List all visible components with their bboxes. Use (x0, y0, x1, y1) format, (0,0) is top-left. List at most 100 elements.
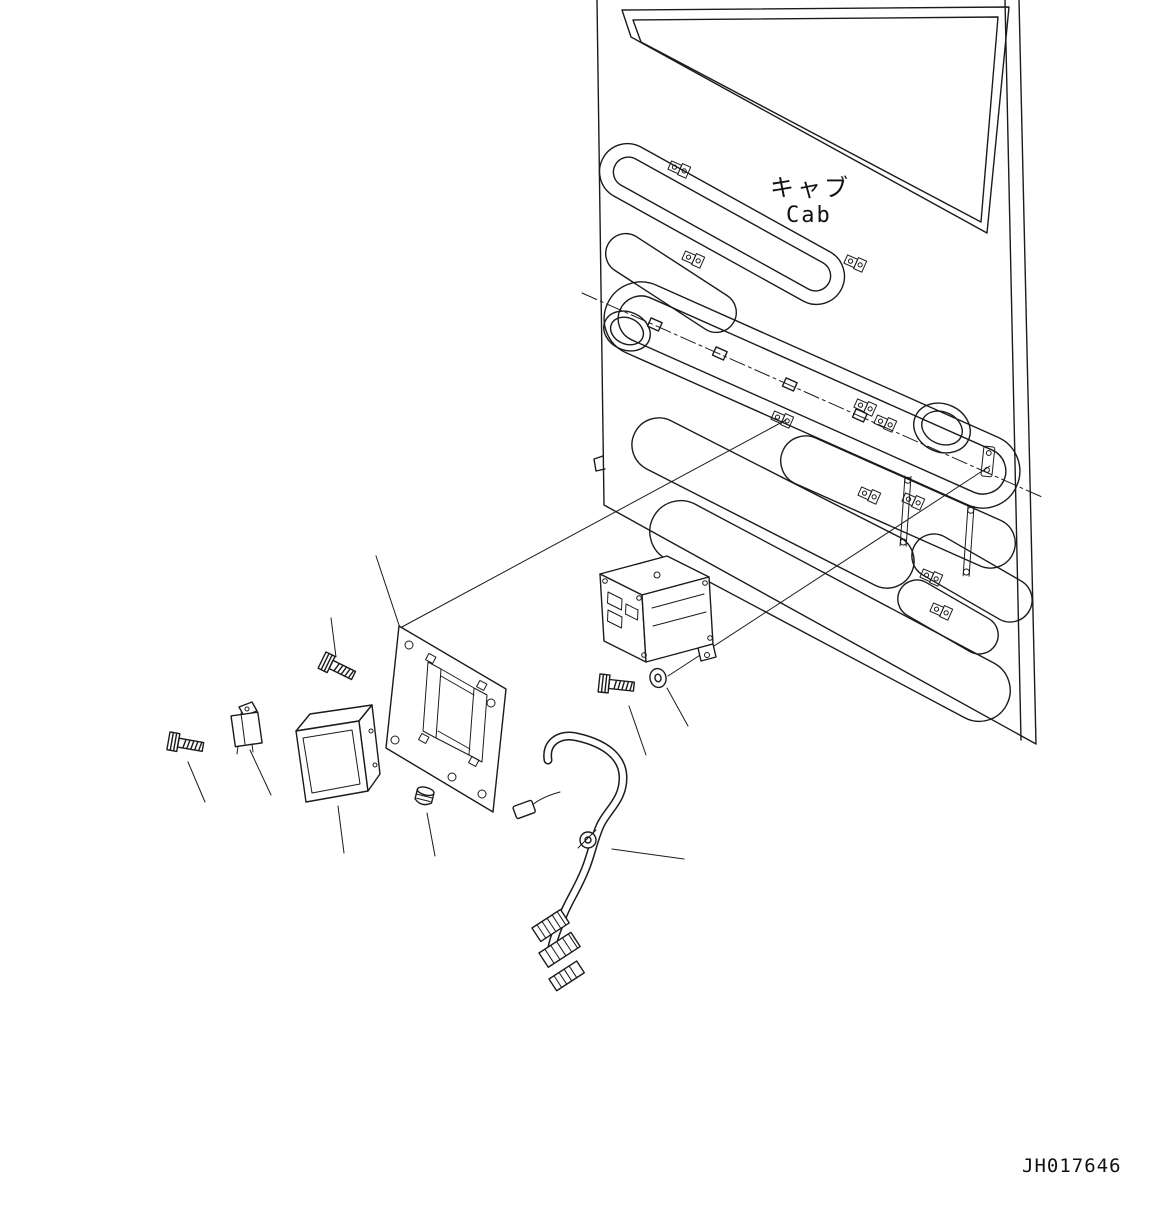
window-inner (632, 16, 999, 223)
label-cab-en: Cab (786, 203, 832, 228)
box-screw (372, 762, 378, 768)
branch-connector (512, 799, 536, 820)
plate-bracket-web (437, 730, 471, 750)
round-hole-right-inner (921, 410, 963, 446)
panel-outline (596, 0, 1037, 745)
grommet-thread (416, 797, 431, 803)
controller-connector (625, 603, 639, 621)
round-hole-left-inner (609, 316, 645, 346)
connector-block (538, 931, 581, 968)
slot-upper-inner (612, 156, 832, 292)
leader-lines (187, 419, 991, 860)
bolt-2-icon (166, 731, 206, 757)
round-hole-right-outer (913, 402, 971, 454)
controller-screw (707, 635, 713, 641)
cover-box (295, 704, 381, 803)
vent-slots (581, 142, 1043, 723)
controller-top-boss (653, 571, 661, 579)
plate-hole (404, 640, 414, 650)
bolt-1-icon (317, 651, 359, 685)
square-hole (646, 317, 663, 332)
connector-block (531, 908, 570, 943)
harness-clamp (577, 829, 597, 849)
clip-icon (843, 252, 868, 273)
plate-hole (477, 789, 487, 799)
relay-foot (251, 743, 254, 753)
plate-bracket-web (440, 675, 475, 696)
leader-bolt1-stub (330, 617, 337, 658)
bolt-3-icon (597, 673, 636, 697)
clip-icon (929, 600, 954, 621)
slot-lower-5 (897, 579, 999, 655)
controller-tab-hole (704, 652, 710, 658)
slot-small (605, 232, 737, 334)
plate-tab (425, 652, 437, 664)
relay-foot (236, 745, 239, 755)
plate-bracket-right-flange (468, 687, 488, 763)
panel-right-inner-line (1004, 0, 1022, 741)
slot-upper-outer (598, 142, 846, 306)
plate-tab (476, 679, 488, 691)
stiffener-icon (962, 505, 975, 577)
box-lid-border (302, 729, 361, 794)
relay-tab-hole (244, 706, 250, 712)
leader-plate-to-panel (399, 419, 787, 629)
controller-connector (607, 591, 623, 611)
leader-washer-stub (666, 687, 689, 727)
grommet-thread (416, 793, 433, 799)
plate-hole (447, 772, 457, 782)
controller-rib (652, 611, 707, 627)
leader-washer-to-panel (667, 465, 991, 677)
square-hole (851, 408, 868, 423)
leader-bolt3-stub (628, 705, 647, 756)
plate-hole (486, 698, 496, 708)
box-screw (368, 728, 374, 734)
label-cab-jp: キャブ (770, 174, 851, 202)
box-right-face (358, 704, 381, 792)
plate-tab (468, 755, 480, 767)
plate-bracket-web (435, 737, 470, 756)
clip-icon (901, 490, 926, 511)
slot-lower-2 (780, 435, 1016, 569)
leader-grommet-stub (426, 812, 436, 857)
relay-bracket (230, 701, 263, 755)
controller-screw (602, 578, 608, 584)
plate-outline (385, 625, 507, 813)
controller-screw (702, 580, 708, 586)
square-hole (711, 346, 728, 361)
controller-screw (636, 595, 642, 601)
clip-icon (873, 412, 898, 433)
washer (649, 667, 667, 689)
plate-hole (390, 735, 400, 745)
mounting-plate (385, 625, 507, 813)
plate-tab (418, 732, 430, 744)
leader-bolt2-stub (187, 761, 206, 803)
grommet-head (416, 786, 435, 797)
drawing-number: JH017646 (1022, 1155, 1122, 1177)
washer-inner (654, 673, 662, 683)
slot-lower-3 (649, 499, 1011, 723)
washer-outer (649, 667, 667, 689)
square-hole (781, 377, 798, 392)
leader-harness-stub (611, 848, 685, 860)
slot-lower-4 (911, 533, 1033, 623)
plate-bracket-web (440, 668, 475, 689)
harness-connectors (531, 908, 586, 992)
controller-rib (651, 593, 705, 609)
window-outer (621, 6, 1010, 234)
grommet-screw (414, 786, 435, 806)
clip-icon (919, 566, 944, 587)
panel-left-notch (593, 455, 606, 472)
wiring-harness (512, 731, 628, 992)
slot-centerline (581, 292, 1043, 498)
clip-icon (853, 396, 878, 417)
controller-screw (641, 652, 647, 658)
relay-body-line (240, 712, 246, 745)
clip-icon (681, 248, 706, 269)
slot-lower-1 (631, 417, 915, 589)
controller-connector (607, 609, 623, 629)
leader-box-stub (337, 805, 345, 854)
leader-plate-stub (375, 555, 401, 629)
